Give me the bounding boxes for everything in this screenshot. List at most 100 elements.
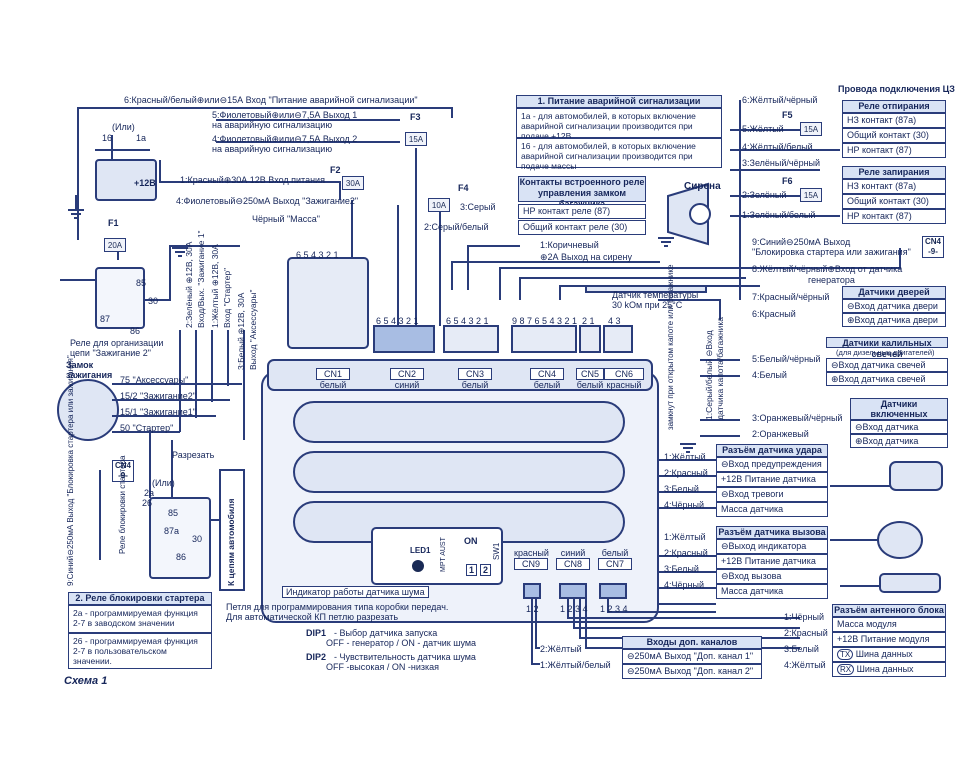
extra-r2: ⊖250мА Выход "Доп. канал 2" <box>622 664 762 679</box>
loop-label-2: Для автоматической КП петлю разрезать <box>226 612 399 622</box>
trunk-relay-title: Контакты встроенного реле управления зам… <box>518 176 646 209</box>
label-85: 85 <box>168 508 179 518</box>
blue9-label: 9:Синий⊖250мА Выход "Блокировка стартера… <box>66 355 75 586</box>
note2-a: 2а - программируемая функция 2-7 в завод… <box>68 605 212 633</box>
siren-shape <box>667 182 709 246</box>
shock-r3: ⊖Вход тревоги <box>716 487 828 502</box>
cn5-id: CN5 <box>576 368 604 380</box>
gray-white-wire-label: 2:Серый/белый <box>424 222 489 232</box>
ground-label: Чёрный "Масса" <box>252 214 320 224</box>
label-30: 30 <box>192 534 203 544</box>
unlock-nc: НЗ контакт (87а) <box>842 113 946 128</box>
connector-cn3-block <box>443 325 499 353</box>
cn1-id: CN1 <box>316 368 350 380</box>
starter-input-label: Вход "Стартер" <box>222 267 232 328</box>
ignition2-output-label: 4:Фиолетовый⊖250мА Выход "Зажигание2" <box>176 196 359 206</box>
label-16: 16 <box>102 133 113 143</box>
label-2a: 2а <box>144 488 155 498</box>
cn7-color: белый <box>601 548 629 558</box>
cz-wire4: 4:Жёлтый/белый <box>742 142 813 152</box>
note1-title: 1. Питание аварийной сигнализации <box>516 95 722 108</box>
cn4-tag-left-text: CN4 <box>114 461 131 470</box>
dip1-desc: - Выбор датчика запуска <box>334 628 438 638</box>
fuse-f5: 15A <box>800 122 822 136</box>
park-input-pos: ⊕Вход датчика <box>850 434 948 448</box>
generator-input-label: 8:Жёлтый/чёрный⊕Вход от датчика <box>752 264 903 274</box>
lock-com: Общий контакт (30) <box>842 194 946 209</box>
mpt-label: MPT AUST <box>440 537 447 572</box>
to-car-box <box>219 469 245 591</box>
extra-w1: 1:Жёлтый/белый <box>540 660 611 670</box>
shock-w4: 4:Чёрный <box>664 500 704 510</box>
cn4-tag-right-sub: -9- <box>928 247 938 256</box>
starter-line: 50 "Стартер" <box>120 423 174 433</box>
note1-b: 16 - для автомобилей, в которых включени… <box>516 138 722 171</box>
cn9-id: CN9 <box>514 558 548 570</box>
battery-plus12: +12В <box>134 178 156 188</box>
block-output-label: 9:Синий⊖250мА Выход <box>752 237 851 247</box>
fuse-f6-name: F6 <box>782 176 793 186</box>
antenna-r1: Масса модуля <box>832 617 946 632</box>
cn3-pins: 6 5 4 3 2 1 <box>446 316 489 326</box>
cn5-color: белый <box>576 380 604 390</box>
ant-w2: 2:Красный <box>784 628 828 638</box>
sw1-label: SW1 <box>492 542 501 560</box>
relay-ign2-85: 85 <box>136 278 147 288</box>
fuse-f1: 20A <box>104 238 126 252</box>
cn4-tag-left-sub: -9- <box>118 471 128 480</box>
shock-w3: 3:Белый <box>664 484 699 494</box>
shock-sensor-body <box>889 461 943 491</box>
lock-no: НР контакт (87) <box>842 209 946 224</box>
ign1-line: 15/1 "Зажигание1" <box>120 407 196 417</box>
dip-on-label: ON <box>464 536 478 546</box>
antenna-r2: +12В Питание модуля <box>832 632 946 647</box>
temp-sensor-value: 30 kОм при 25°С <box>612 300 683 310</box>
relay-starter-block <box>149 497 211 579</box>
led1-label: LED1 <box>410 546 431 555</box>
door-wire7: 7:Красный/чёрный <box>752 292 830 302</box>
cut-label: Разрезать <box>172 450 215 460</box>
block-output-label-2: "Блокировка стартера или зажигания" <box>752 247 911 257</box>
dip1-switch[interactable]: 1 <box>466 564 478 576</box>
ignition-lock-label: Замок зажигания <box>66 360 113 380</box>
cn4-tag-right: CN4 -9- <box>922 236 944 258</box>
power-input-label: 1:Красный⊕30А 12В Вход питания <box>180 175 325 185</box>
glow-sensors-title: Датчики калильных свечей <box>826 337 948 359</box>
unlock-com: Общий контакт (30) <box>842 128 946 143</box>
connector-cn9-block <box>523 583 541 599</box>
call-r4: Масса датчика <box>716 584 828 599</box>
door-sensors-title: Датчики дверей <box>842 286 946 299</box>
cn6-color: красный <box>606 380 642 390</box>
glow-wire5: 5:Белый/чёрный <box>752 354 821 364</box>
cn3-color: белый <box>461 380 489 390</box>
cz-wire3: 3:Зелёный/чёрный <box>742 158 821 168</box>
dip2-title: DIP2 <box>306 652 327 662</box>
brown-wire-label: 1:Коричневый <box>540 240 599 250</box>
glow-input-neg: ⊖Вход датчика свечей <box>826 358 948 372</box>
connector-cn8-block <box>559 583 587 599</box>
extra-w2: 2:Жёлтый <box>540 644 582 654</box>
call-r3: ⊖Вход вызова <box>716 569 828 584</box>
relay-ign2-86: 86 <box>130 326 141 336</box>
fuse-f3-name: F3 <box>410 112 421 122</box>
generator-input-label-2: генератора <box>808 275 855 285</box>
shock-r4: Масса датчика <box>716 502 828 517</box>
scheme-label: Схема 1 <box>64 675 108 687</box>
cn8-pins: 1 2 3 4 <box>560 604 588 614</box>
cn9-color: красный <box>514 548 549 558</box>
shock-r2: +12В Питание датчика <box>716 472 828 487</box>
cn7-pins: 1 2 3 4 <box>600 604 628 614</box>
temp-sensor-probe <box>585 285 707 293</box>
door-input-neg: ⊖Вход датчика двери <box>842 299 946 313</box>
acc-output-label: Выход "Аксессуары" <box>248 289 258 370</box>
park-input-neg: ⊖Вход датчика <box>850 420 948 434</box>
dip2-switch[interactable]: 2 <box>480 564 492 576</box>
rx-badge: RX <box>837 664 855 675</box>
fuse-f6: 15A <box>800 188 822 202</box>
noise-indicator-label: Индикатор работы датчика шума <box>282 586 429 598</box>
call-w1: 1:Жёлтый <box>664 532 706 542</box>
